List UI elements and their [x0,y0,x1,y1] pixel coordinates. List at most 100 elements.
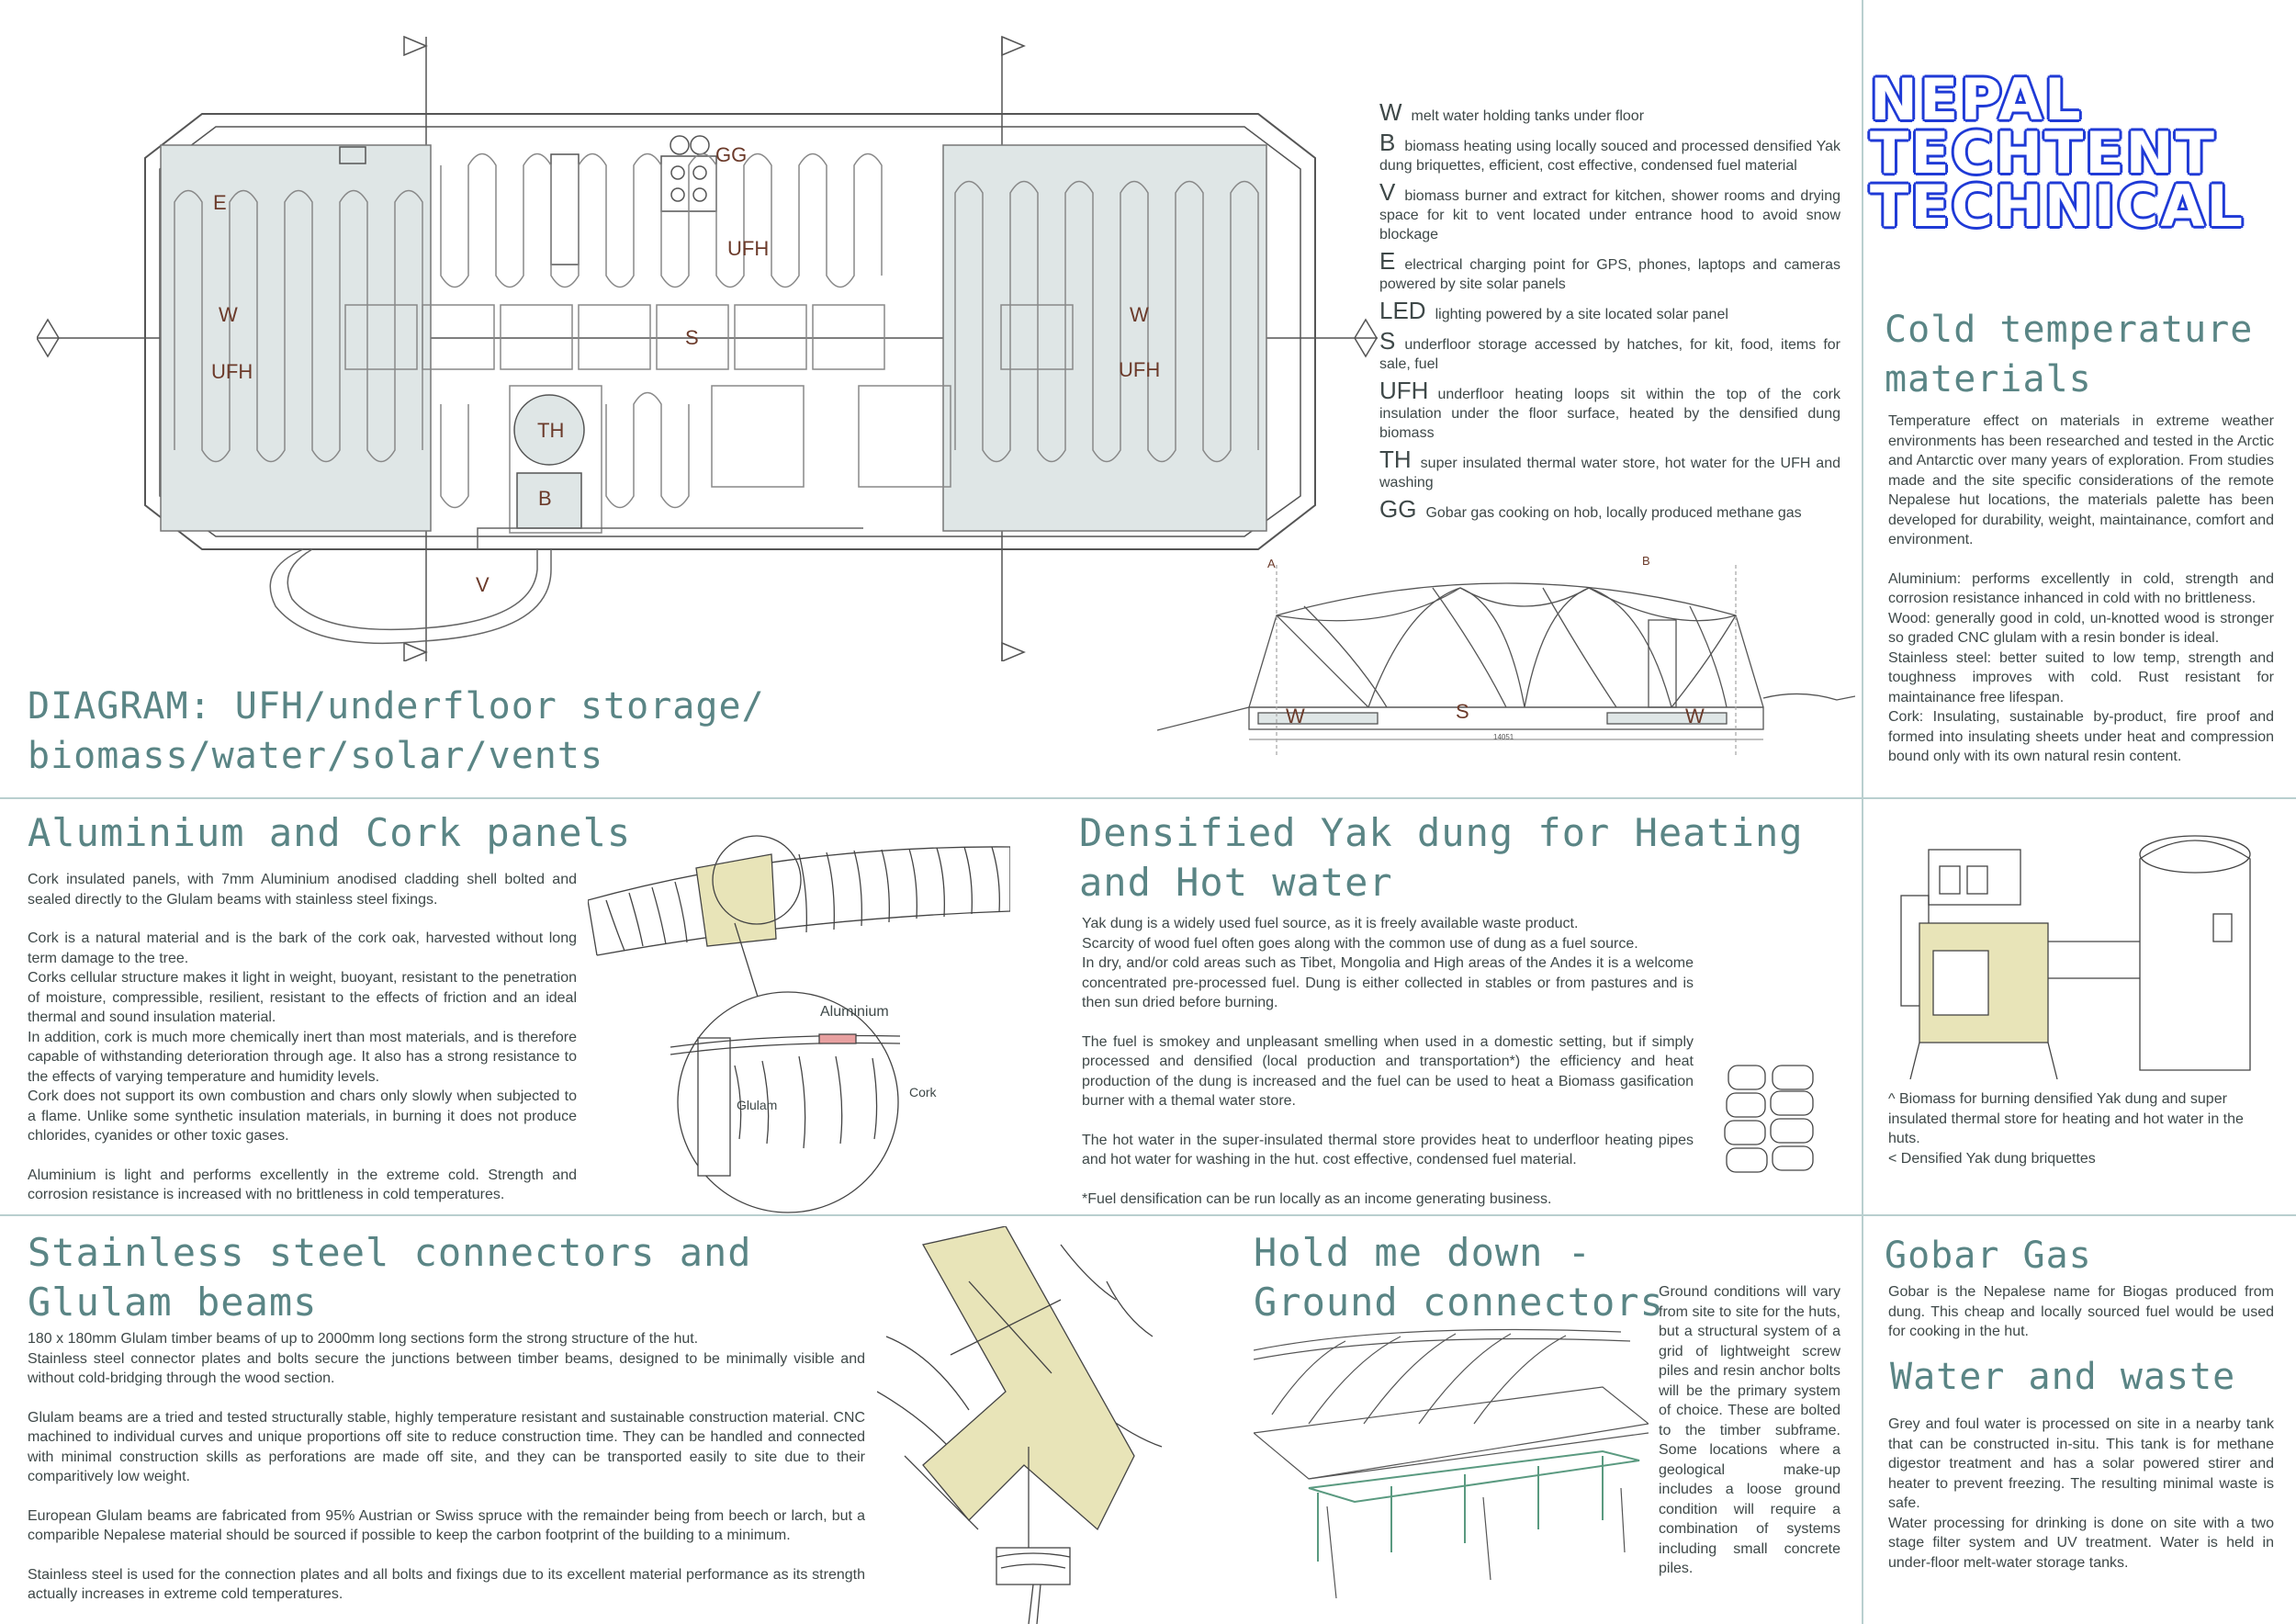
plan-label-b: B [538,487,552,510]
alu-label-glulam: Glulam [737,1098,777,1112]
yak-paragraph-2: The fuel is smokey and unpleasant smelli… [1082,1033,1694,1110]
yak-title-line1: Densified Yak dung for Heating [1079,810,1804,855]
legend-key: UFH [1379,377,1429,404]
legend-key: S [1379,327,1396,355]
steel-paragraph-2: Glulam beams are a tried and tested stru… [28,1409,865,1485]
divider-horizontal-1 [0,797,2296,799]
cork-panel-drawing: Aluminium Glulam Cork [588,835,1010,1213]
legend-item: GG Gobar gas cooking on hob, locally prod… [1379,497,1840,523]
ground-title: Hold me down - Ground connectors [1254,1228,1664,1327]
section-label-a: A [1267,557,1276,570]
section-label-b: B [1642,554,1650,568]
section-label-w-right: W [1685,705,1705,727]
alu-label-aluminium: Aluminium [820,1004,889,1020]
biomass-caption-line2: < Densified Yak dung briquettes [1888,1150,2096,1167]
steel-paragraph-1: 180 x 180mm Glulam timber beams of up to… [28,1331,865,1386]
plan-label-e: E [213,191,227,214]
steel-paragraph-4: Stainless steel is used for the connecti… [28,1566,865,1603]
diagram-title-line1: DIAGRAM: UFH/underfloor storage/ [28,685,765,727]
ground-title-line2: Ground connectors [1254,1280,1664,1325]
section-label-w-left: W [1286,705,1305,727]
gobar-title: Gobar Gas [1885,1235,2092,1277]
legend-text: underfloor heating loops sit within the … [1379,387,1840,441]
biomass-burner-drawing [1900,835,2251,1079]
section-label-s: S [1456,700,1469,723]
water-text: Grey and foul water is processed on site… [1888,1415,2274,1592]
alu-paragraph-2: Cork is a natural material and is the ba… [28,930,577,1144]
legend-key: E [1379,247,1396,275]
section-elevation-drawing: A B W S W 14051 [1157,554,1855,758]
ground-connector-drawing [1254,1328,1649,1599]
plan-label-w-left: W [219,303,238,326]
steel-title: Stainless steel connectors and Glulam be… [28,1228,752,1327]
legend-key: LED [1379,297,1426,324]
diagram-title: DIAGRAM: UFH/underfloor storage/ biomass… [28,682,765,781]
alu-text: Cork insulated panels, with 7mm Aluminiu… [28,870,577,1224]
yak-title-line2: and Hot water [1079,860,1393,905]
plan-label-s: S [685,326,699,349]
divider-horizontal-2 [0,1214,2296,1216]
legend-text: lighting powered by a site located solar… [1435,307,1728,322]
ground-text: Ground conditions will vary from site to… [1659,1282,1840,1598]
legend-key: V [1379,178,1396,206]
floor-plan-diagram: GG E UFH W W UFH UFH S TH B V [37,35,1378,661]
cold-paragraph-2: Aluminium: performs excellently in cold,… [1888,570,2274,765]
legend-text: electrical charging point for GPS, phone… [1379,257,1840,292]
gobar-paragraph-1: Gobar is the Nepalese name for Biogas pr… [1888,1284,2274,1339]
plan-label-ufh-right: UFH [1119,358,1160,381]
biomass-caption-line1: ^ Biomass for burning densified Yak dung… [1888,1091,2244,1146]
cold-title-line1: Cold temperature [1885,309,2254,351]
legend-text: underfloor storage accessed by hatches, … [1379,337,1840,372]
briquettes-drawing [1724,1065,1814,1173]
steel-paragraph-3: European Glulam beams are fabricated fro… [28,1507,865,1544]
legend-key: GG [1379,495,1417,523]
steel-text: 180 x 180mm Glulam timber beams of up to… [28,1329,865,1624]
plan-label-th: TH [537,419,564,442]
plan-label-ufh-center: UFH [727,237,769,260]
legend-key: TH [1379,445,1412,473]
divider-vertical-right [1862,0,1863,1624]
section-dimension: 14051 [1493,733,1514,741]
plan-label-gg: GG [715,143,747,166]
cold-title: Cold temperature materials [1885,305,2253,404]
cold-text: Temperature effect on materials in extre… [1888,412,2274,786]
plan-label-w-right: W [1130,303,1149,326]
brand-title: NEPAL TECHTENT TECHNICAL [1870,66,2245,240]
yak-paragraph-1: Yak dung is a widely used fuel source, a… [1082,916,1694,1010]
yak-paragraph-4: *Fuel densification can be run locally a… [1082,1190,1552,1207]
steel-title-line1: Stainless steel connectors and [28,1230,752,1275]
legend-key: B [1379,129,1396,156]
legend-text: biomass burner and extract for kitchen, … [1379,188,1840,242]
steel-title-line2: Glulam beams [28,1280,318,1325]
cold-title-line2: materials [1885,358,2092,400]
brand-line2: TECHTENT [1870,119,2216,186]
brand-line1: NEPAL [1870,66,2083,133]
alu-title: Aluminium and Cork panels [28,810,632,855]
legend-text: super insulated thermal water store, hot… [1379,456,1840,491]
biomass-caption: ^ Biomass for burning densified Yak dung… [1888,1089,2274,1168]
alu-label-cork: Cork [909,1085,938,1100]
legend-item: LED lighting powered by a site located so… [1379,299,1840,324]
legend-text: Gobar gas cooking on hob, locally produc… [1425,505,1802,521]
legend-key: W [1379,98,1402,126]
cold-paragraph-1: Temperature effect on materials in extre… [1888,413,2274,547]
alu-paragraph-3: Aluminium is light and performs excellen… [28,1167,577,1203]
water-paragraph-1: Grey and foul water is processed on site… [1888,1416,2274,1571]
ground-paragraph-1: Ground conditions will vary from site to… [1659,1284,1840,1576]
alu-paragraph-1: Cork insulated panels, with 7mm Aluminiu… [28,872,577,908]
legend-text: melt water holding tanks under floor [1411,108,1645,124]
legend-text: biomass heating using locally souced and… [1379,139,1840,174]
brand-line3: TECHNICAL [1870,173,2245,240]
plan-label-v: V [476,573,490,596]
ground-title-line1: Hold me down - [1254,1230,1593,1275]
glulam-connector-drawing [877,1226,1163,1624]
water-title: Water and waste [1890,1356,2236,1398]
